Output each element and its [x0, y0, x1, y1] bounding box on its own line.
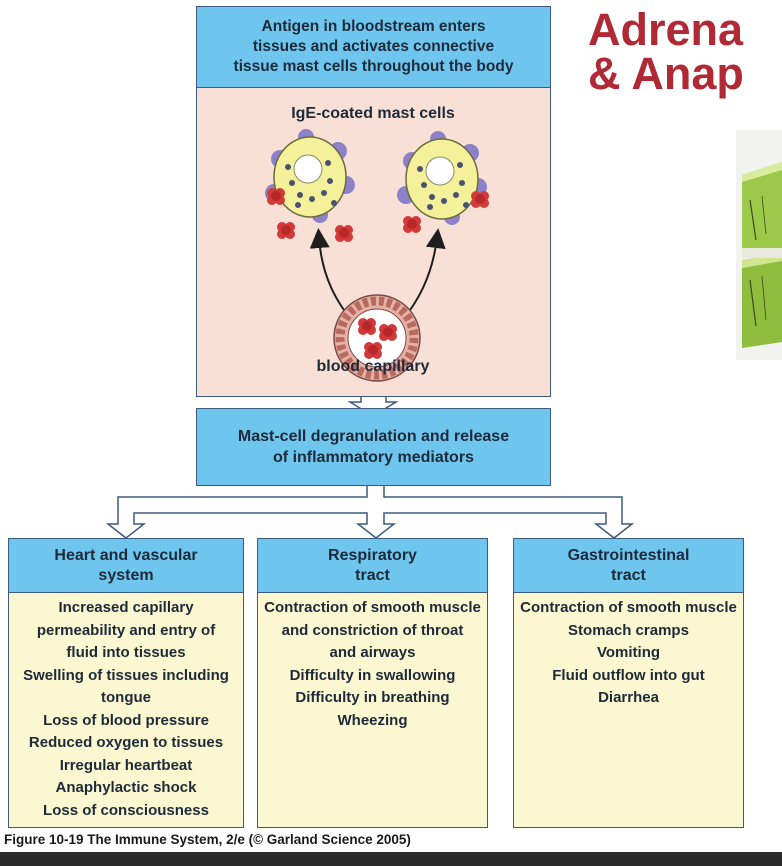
gastrointestinal-header-line-1: Gastrointestinal	[567, 547, 690, 564]
list-item: Stomach cramps	[568, 621, 689, 639]
list-item: Irregular heartbeat	[59, 756, 193, 774]
list-item: Vomiting	[596, 644, 661, 661]
slide-title-line-1: Adrena	[588, 4, 744, 55]
respiratory-effects-list: Contraction of smooth muscle and constri…	[257, 592, 488, 828]
list-item: permeability and entry of	[36, 621, 216, 639]
mast-cell-illustration-panel: IgE-coated mast cells	[196, 87, 551, 397]
list-item: Loss of blood pressure	[43, 711, 209, 729]
slide-title: Adrena & Anap	[588, 4, 744, 99]
list-item: Diarrhea	[598, 689, 659, 706]
list-item: Contraction of smooth muscle	[520, 599, 737, 616]
respiratory-header-line-2: tract	[355, 567, 390, 584]
list-item: Increased capillary	[58, 599, 194, 616]
list-item: Difficulty in breathing	[295, 689, 450, 706]
list-item: and airways	[329, 644, 416, 661]
antigen-entry-box: Antigen in bloodstream enters tissues an…	[196, 6, 551, 89]
degranulation-box: Mast-cell degranulation and release of i…	[196, 408, 551, 486]
list-item: Loss of consciousness	[43, 801, 209, 819]
list-item: Anaphylactic shock	[55, 779, 197, 796]
degranulation-line-1: Mast-cell degranulation and release	[237, 428, 510, 445]
list-item: Reduced oxygen to tissues	[28, 734, 224, 751]
antigen-entry-line-2: tissues and activates connective	[252, 38, 495, 55]
list-item: Contraction of smooth muscle	[264, 599, 481, 616]
respiratory-header-line-1: Respiratory	[328, 547, 417, 564]
heart-vascular-header: Heart and vascular system	[8, 538, 244, 594]
gastrointestinal-header: Gastrointestinal tract	[513, 538, 744, 594]
heart-vascular-header-line-2: system	[98, 567, 154, 584]
bottom-bar	[0, 852, 782, 866]
list-item: Wheezing	[337, 711, 408, 729]
epipen-product-image	[736, 130, 782, 360]
gastrointestinal-effects-list: Contraction of smooth muscle Stomach cra…	[513, 592, 744, 828]
list-item: Difficulty in swallowing	[289, 666, 456, 684]
figure-caption: Figure 10-19 The Immune System, 2/e (© G…	[4, 832, 411, 847]
list-item: Swelling of tissues including	[23, 666, 229, 684]
mast-cells-label: IgE-coated mast cells	[291, 105, 455, 122]
mast-cell-drawing	[264, 128, 489, 382]
blood-capillary-label: blood capillary	[316, 358, 430, 375]
list-item: fluid into tissues	[66, 644, 186, 661]
respiratory-header: Respiratory tract	[257, 538, 488, 594]
heart-vascular-header-line-1: Heart and vascular	[54, 547, 198, 564]
list-item: tongue	[101, 689, 151, 706]
heart-vascular-effects-list: Increased capillary permeability and ent…	[8, 592, 244, 828]
branch-connector	[105, 484, 635, 539]
list-item: and constriction of throat	[281, 621, 464, 639]
degranulation-line-2: of inflammatory mediators	[273, 449, 474, 466]
gastrointestinal-header-line-2: tract	[611, 567, 646, 584]
slide-title-line-2: & Anap	[588, 48, 744, 99]
antigen-entry-line-3: tissue mast cells throughout the body	[233, 58, 514, 75]
list-item: Fluid outflow into gut	[552, 666, 705, 684]
antigen-entry-line-1: Antigen in bloodstream enters	[261, 18, 486, 35]
